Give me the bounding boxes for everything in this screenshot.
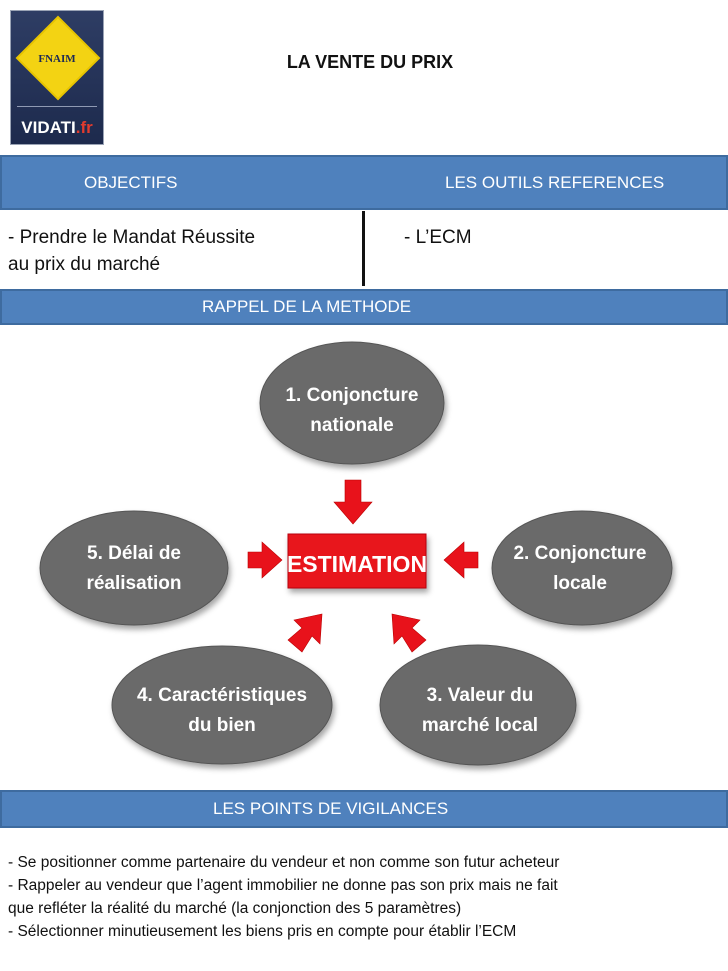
logo-site-main: VIDATI <box>21 118 76 137</box>
vigilance-item: - Sélectionner minutieusement les biens … <box>8 923 517 940</box>
vigilance-band: LES POINTS DE VIGILANCES <box>0 790 728 828</box>
vigilance-item: - Rappeler au vendeur que l’agent immobi… <box>8 877 558 894</box>
node-2-line-1: 2. Conjoncture <box>513 543 646 564</box>
node-5-line-2: réalisation <box>86 573 181 594</box>
estimation-center: ESTIMATION <box>287 533 427 589</box>
objectives-line-2: au prix du marché <box>8 254 161 275</box>
arrow-down-icon <box>333 479 373 525</box>
vigilance-item: - Se positionner comme partenaire du ven… <box>8 854 560 871</box>
objectives-tools-band: OBJECTIFS LES OUTILS REFERENCES <box>0 155 728 210</box>
tools-line-1: - L’ECM <box>404 227 472 248</box>
logo-site-tld: .fr <box>75 118 93 137</box>
node-4-line-1: 4. Caractéristiques <box>137 685 307 706</box>
node-3-line-2: marché local <box>422 715 538 736</box>
vigilance-item: que refléter la réalité du marché (la co… <box>8 900 462 917</box>
node-2-conjoncture-locale: 2. Conjoncture locale <box>491 510 673 626</box>
node-1-conjoncture-nationale: 1. Conjoncture nationale <box>259 341 445 465</box>
objectives-text: - Prendre le Mandat Réussite au prix du … <box>8 224 353 278</box>
objectives-label: OBJECTIFS <box>84 172 178 192</box>
arrow-up-right-icon <box>287 613 323 653</box>
node-5-line-1: 5. Délai de <box>87 543 181 564</box>
method-diagram: 1. Conjoncture nationale 2. Conjoncture … <box>39 341 673 766</box>
node-1-line-2: nationale <box>310 415 393 436</box>
objectives-line-1: - Prendre le Mandat Réussite <box>8 227 256 248</box>
fnaim-vidati-logo: FNAIM VIDATI.fr <box>10 10 104 145</box>
arrow-left-icon <box>443 541 479 579</box>
node-3-valeur-marche-local: 3. Valeur du marché local <box>379 644 577 766</box>
node-2-line-2: locale <box>553 573 607 594</box>
tools-label: LES OUTILS REFERENCES <box>445 172 665 192</box>
method-label: RAPPEL DE LA METHODE <box>202 297 412 316</box>
vigilance-list: - Se positionner comme partenaire du ven… <box>8 851 723 943</box>
arrow-right-icon <box>247 541 283 579</box>
logo-brand: FNAIM <box>38 53 76 65</box>
arrow-up-left-icon <box>391 613 427 653</box>
page-title: LA VENTE DU PRIX <box>286 52 454 72</box>
logo-divider <box>17 106 97 107</box>
node-4-line-2: du bien <box>188 715 256 736</box>
vigilance-label: LES POINTS DE VIGILANCES <box>213 799 449 818</box>
method-band: RAPPEL DE LA METHODE <box>0 289 728 325</box>
column-divider <box>362 211 365 286</box>
logo-site: VIDATI.fr <box>11 118 103 138</box>
node-5-delai-realisation: 5. Délai de réalisation <box>39 510 229 626</box>
node-4-caracteristiques-bien: 4. Caractéristiques du bien <box>111 645 333 765</box>
tools-text: - L’ECM <box>404 224 472 251</box>
node-3-line-1: 3. Valeur du <box>427 685 534 706</box>
node-1-line-1: 1. Conjoncture <box>285 385 418 406</box>
estimation-label: ESTIMATION <box>287 551 427 577</box>
